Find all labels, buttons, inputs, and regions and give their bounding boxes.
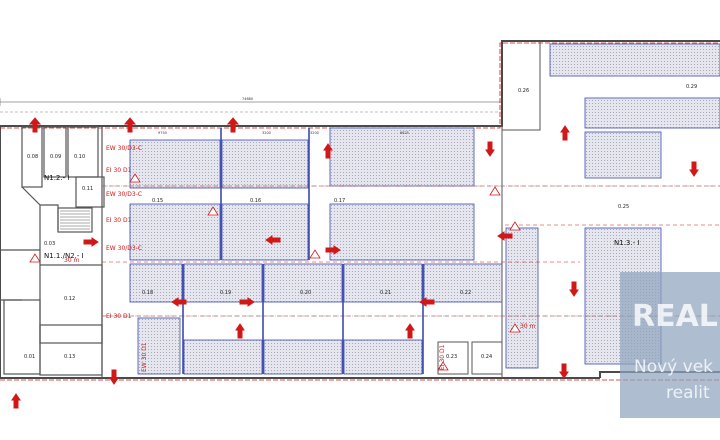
top-dimension: 74680 <box>0 97 503 113</box>
fire-label-4: EI 30 D1 <box>106 217 132 224</box>
small-rooms <box>437 41 541 378</box>
room-023: 0.23 <box>446 354 457 360</box>
room-008: 0.08 <box>27 154 38 160</box>
room-026: 0.26 <box>518 88 529 94</box>
fire-label-5: EW 30/D3-C <box>106 245 142 252</box>
room-016: 0.16 <box>250 198 261 204</box>
watermark-line2: realit <box>666 383 710 403</box>
room-009: 0.09 <box>50 154 61 160</box>
storage-areas <box>129 127 539 375</box>
stair <box>60 210 90 230</box>
zone-n11: N1.1./N2.- I <box>44 252 84 260</box>
dim-total: 74680 <box>242 97 253 101</box>
room-010: 0.10 <box>74 154 85 160</box>
room-013: 0.13 <box>64 354 75 360</box>
room-021: 0.21 <box>380 290 391 296</box>
fire-label-7: EW 30 D1 <box>141 342 148 372</box>
dim-c: 3200 <box>310 131 319 135</box>
room-029: 0.29 <box>686 84 697 90</box>
red-boundary <box>0 42 720 381</box>
dim-a: 9750 <box>158 131 167 135</box>
fire-label-1: EW 30/D3-C <box>106 145 142 152</box>
room-022: 0.22 <box>460 290 471 296</box>
watermark-line1: Nový vek <box>634 357 713 377</box>
structural-lines <box>102 185 720 317</box>
room-011: 0.11 <box>82 186 93 192</box>
room-018: 0.18 <box>142 290 153 296</box>
dim-d: 6625 <box>400 131 409 135</box>
room-025: 0.25 <box>618 204 629 210</box>
room-019: 0.19 <box>220 290 231 296</box>
fire-exit-arrows <box>11 117 699 409</box>
dim-b: 3200 <box>262 131 271 135</box>
room-017: 0.17 <box>334 198 345 204</box>
fire-label-3: EW 30/D3-C <box>106 191 142 198</box>
watermark: REAL Nový vek realit <box>620 272 720 418</box>
room-012: 0.12 <box>64 296 75 302</box>
warning-signs <box>29 173 521 371</box>
distance-label-2: 30 m <box>520 323 536 330</box>
zone-n13: N1.3.- I <box>614 239 639 247</box>
fire-label-6: EI 30 D1 <box>106 313 132 320</box>
watermark-title: REAL <box>632 299 718 334</box>
room-020: 0.20 <box>300 290 311 296</box>
blue-walls <box>182 128 424 374</box>
fire-label-8: EI 30 D1 <box>439 344 446 370</box>
room-024: 0.24 <box>481 354 492 360</box>
room-015: 0.15 <box>152 198 163 204</box>
distance-label-1: 30 m <box>64 257 80 264</box>
fire-label-2: EI 30 D1 <box>106 167 132 174</box>
zone-n12: N1.2.- I <box>44 174 69 182</box>
watermark-panel <box>620 272 720 418</box>
left-block <box>0 126 105 378</box>
room-001: 0.01 <box>24 354 35 360</box>
room-003: 0.03 <box>44 241 55 247</box>
